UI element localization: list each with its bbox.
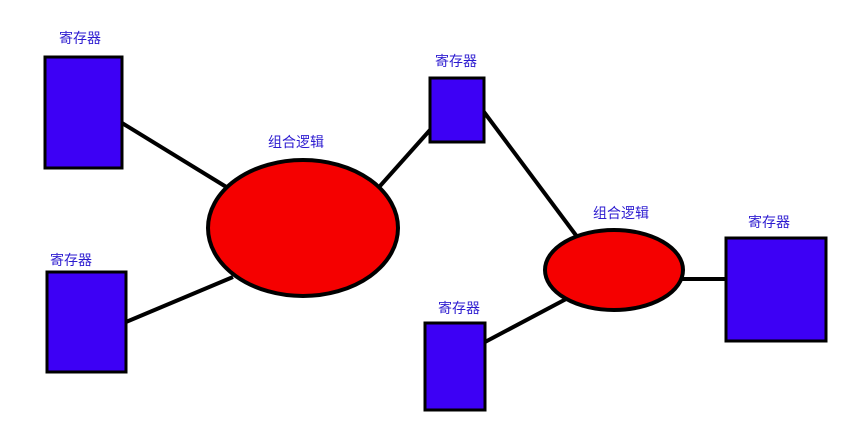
register-box bbox=[423, 321, 487, 412]
logic-label: 组合逻辑 bbox=[268, 135, 324, 151]
wire-reg4-logic2 bbox=[484, 296, 569, 344]
logic-block bbox=[206, 158, 400, 298]
register-label: 寄存器 bbox=[748, 214, 790, 231]
register-box bbox=[428, 76, 486, 144]
register-box bbox=[724, 236, 828, 343]
wire-logic1-reg3 bbox=[378, 128, 432, 188]
register-label: 寄存器 bbox=[435, 53, 477, 70]
register-box bbox=[43, 55, 124, 170]
wire-reg1-logic1 bbox=[120, 121, 230, 190]
register-label: 寄存器 bbox=[50, 252, 92, 269]
wire-reg2-logic1 bbox=[125, 275, 234, 324]
register-label: 寄存器 bbox=[59, 30, 101, 47]
register-label: 寄存器 bbox=[438, 300, 480, 317]
wire-reg3-logic2 bbox=[482, 110, 580, 240]
logic-label: 组合逻辑 bbox=[593, 206, 649, 222]
register-box bbox=[45, 270, 128, 374]
logic-block bbox=[543, 228, 685, 312]
